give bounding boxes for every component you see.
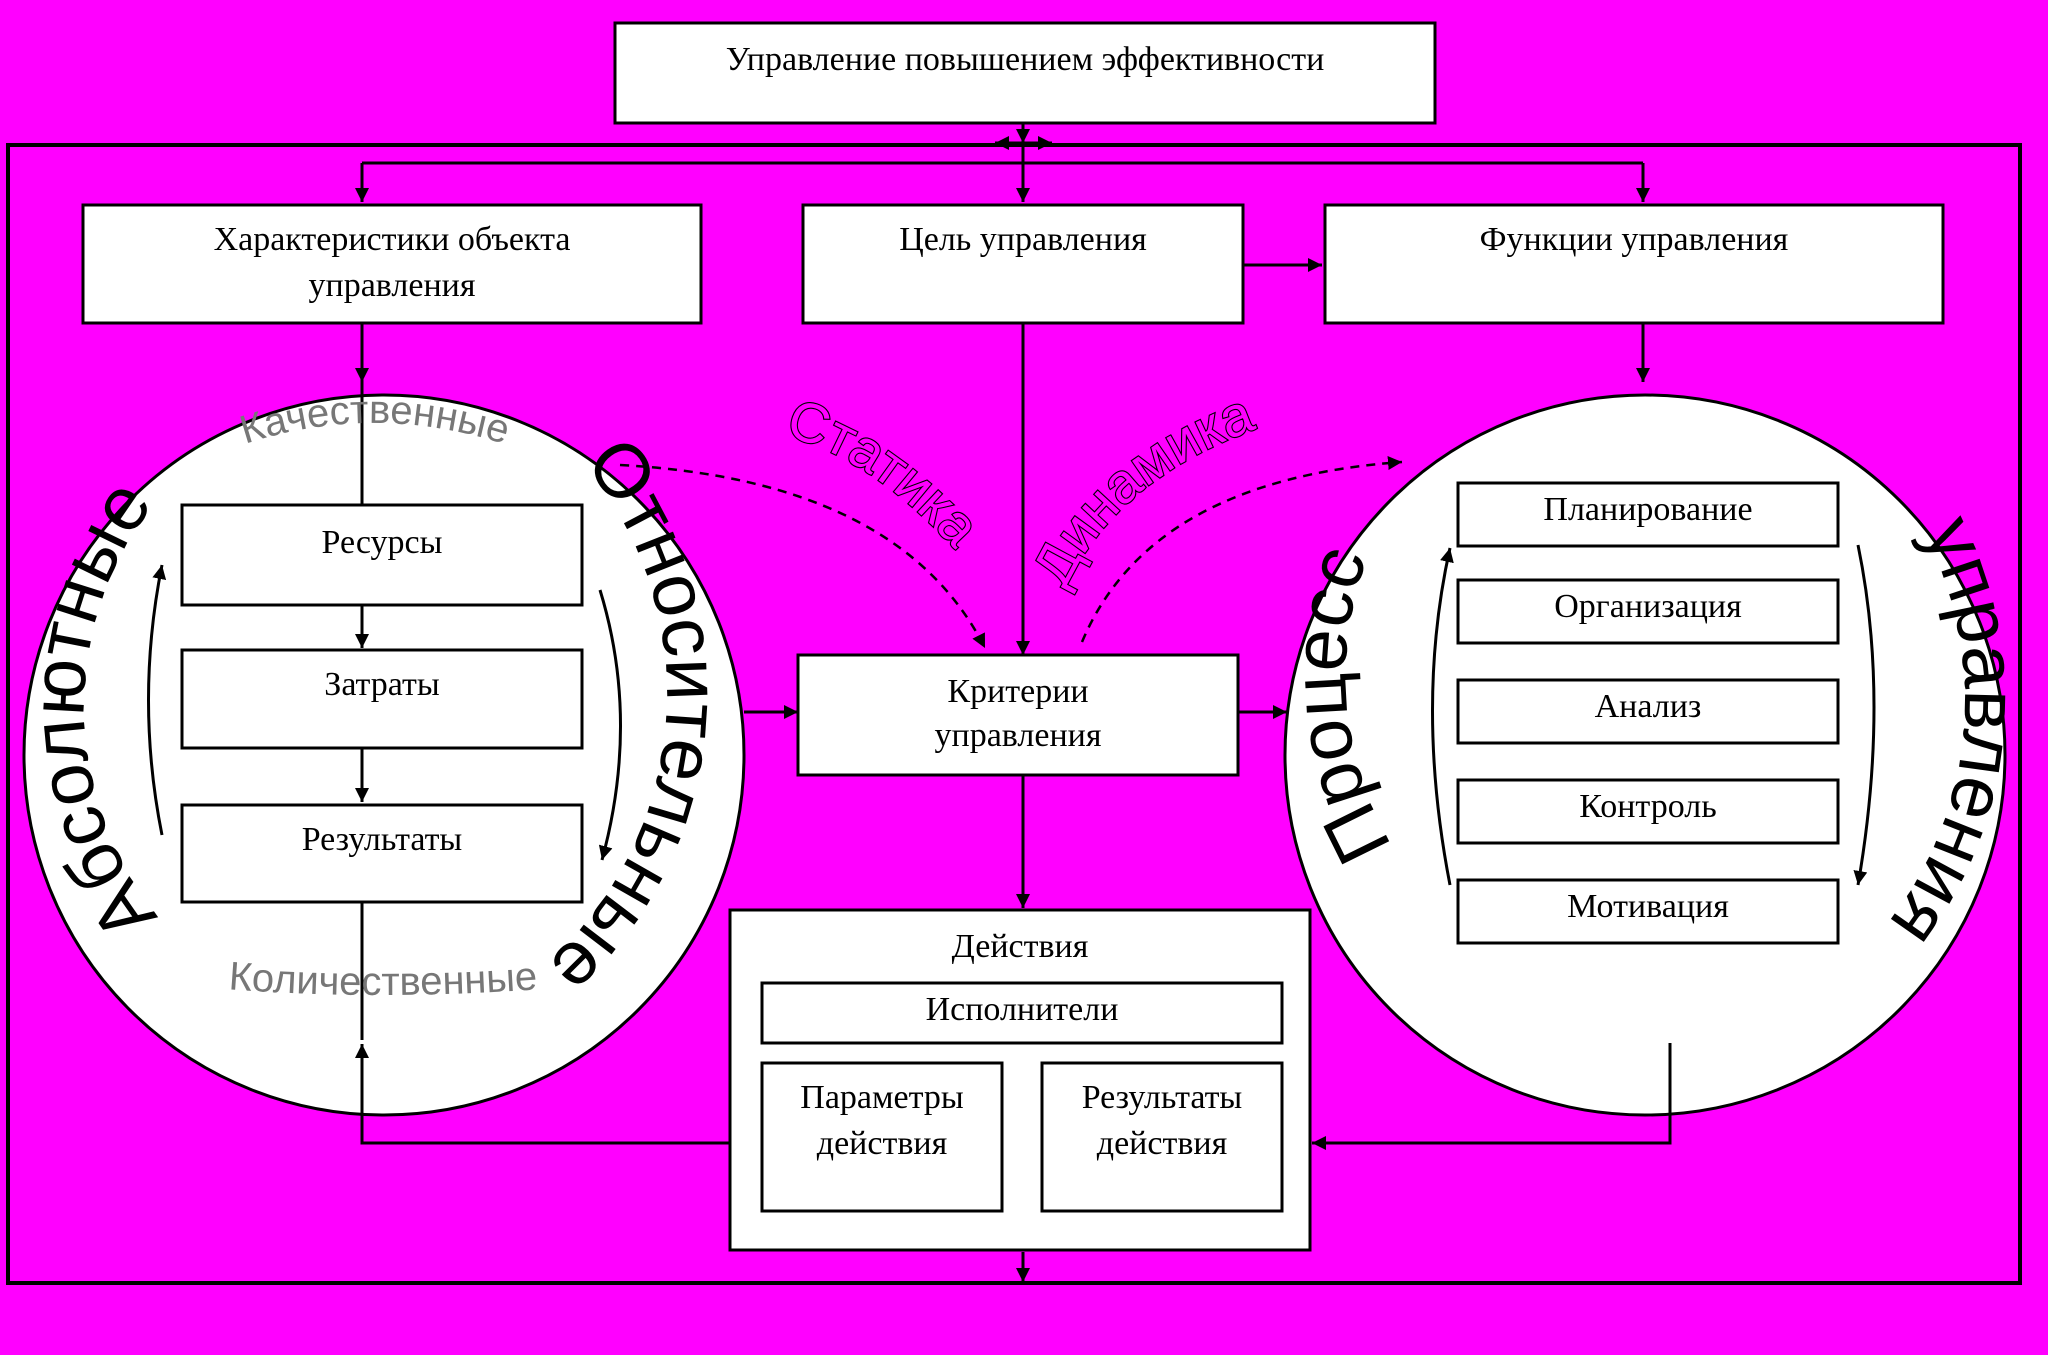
- analysis-label: Анализ: [1595, 688, 1702, 725]
- costs-label: Затраты: [324, 666, 440, 703]
- page-title: Управление повышением эффективности: [726, 41, 1325, 78]
- executors-label: Исполнители: [926, 991, 1119, 1028]
- connectors: [355, 123, 1672, 1282]
- motivation-label: Мотивация: [1567, 888, 1729, 925]
- boxes: [81, 21, 1945, 1252]
- parameters-line1: Параметры: [800, 1079, 964, 1116]
- ring-label-quantitative: Количественные: [227, 954, 538, 1004]
- dynamic-label: Динамика: [1020, 381, 1263, 595]
- cycle-arrows: [147, 544, 1876, 886]
- object-characteristics-line1: Характеристики объекта: [214, 221, 571, 258]
- actions-title: Действия: [952, 928, 1089, 965]
- parameters-line2: действия: [817, 1125, 948, 1162]
- outer-frame: [6, 143, 2022, 1285]
- resources-label: Ресурсы: [322, 524, 443, 561]
- results-label: Результаты: [302, 821, 463, 858]
- goal-label: Цель управления: [899, 221, 1147, 258]
- static-label: Статика: [780, 386, 993, 558]
- organization-label: Организация: [1554, 588, 1742, 625]
- criteria-line2: управления: [935, 717, 1102, 754]
- action-results-line2: действия: [1097, 1125, 1228, 1162]
- dashed-links: [619, 456, 1403, 649]
- criteria-line1: Критерии: [947, 673, 1088, 710]
- action-results-line1: Результаты: [1082, 1079, 1243, 1116]
- control-label: Контроль: [1579, 788, 1716, 825]
- object-characteristics-line2: управления: [309, 267, 476, 304]
- functions-label: Функции управления: [1480, 221, 1789, 258]
- planning-label: Планирование: [1543, 491, 1752, 528]
